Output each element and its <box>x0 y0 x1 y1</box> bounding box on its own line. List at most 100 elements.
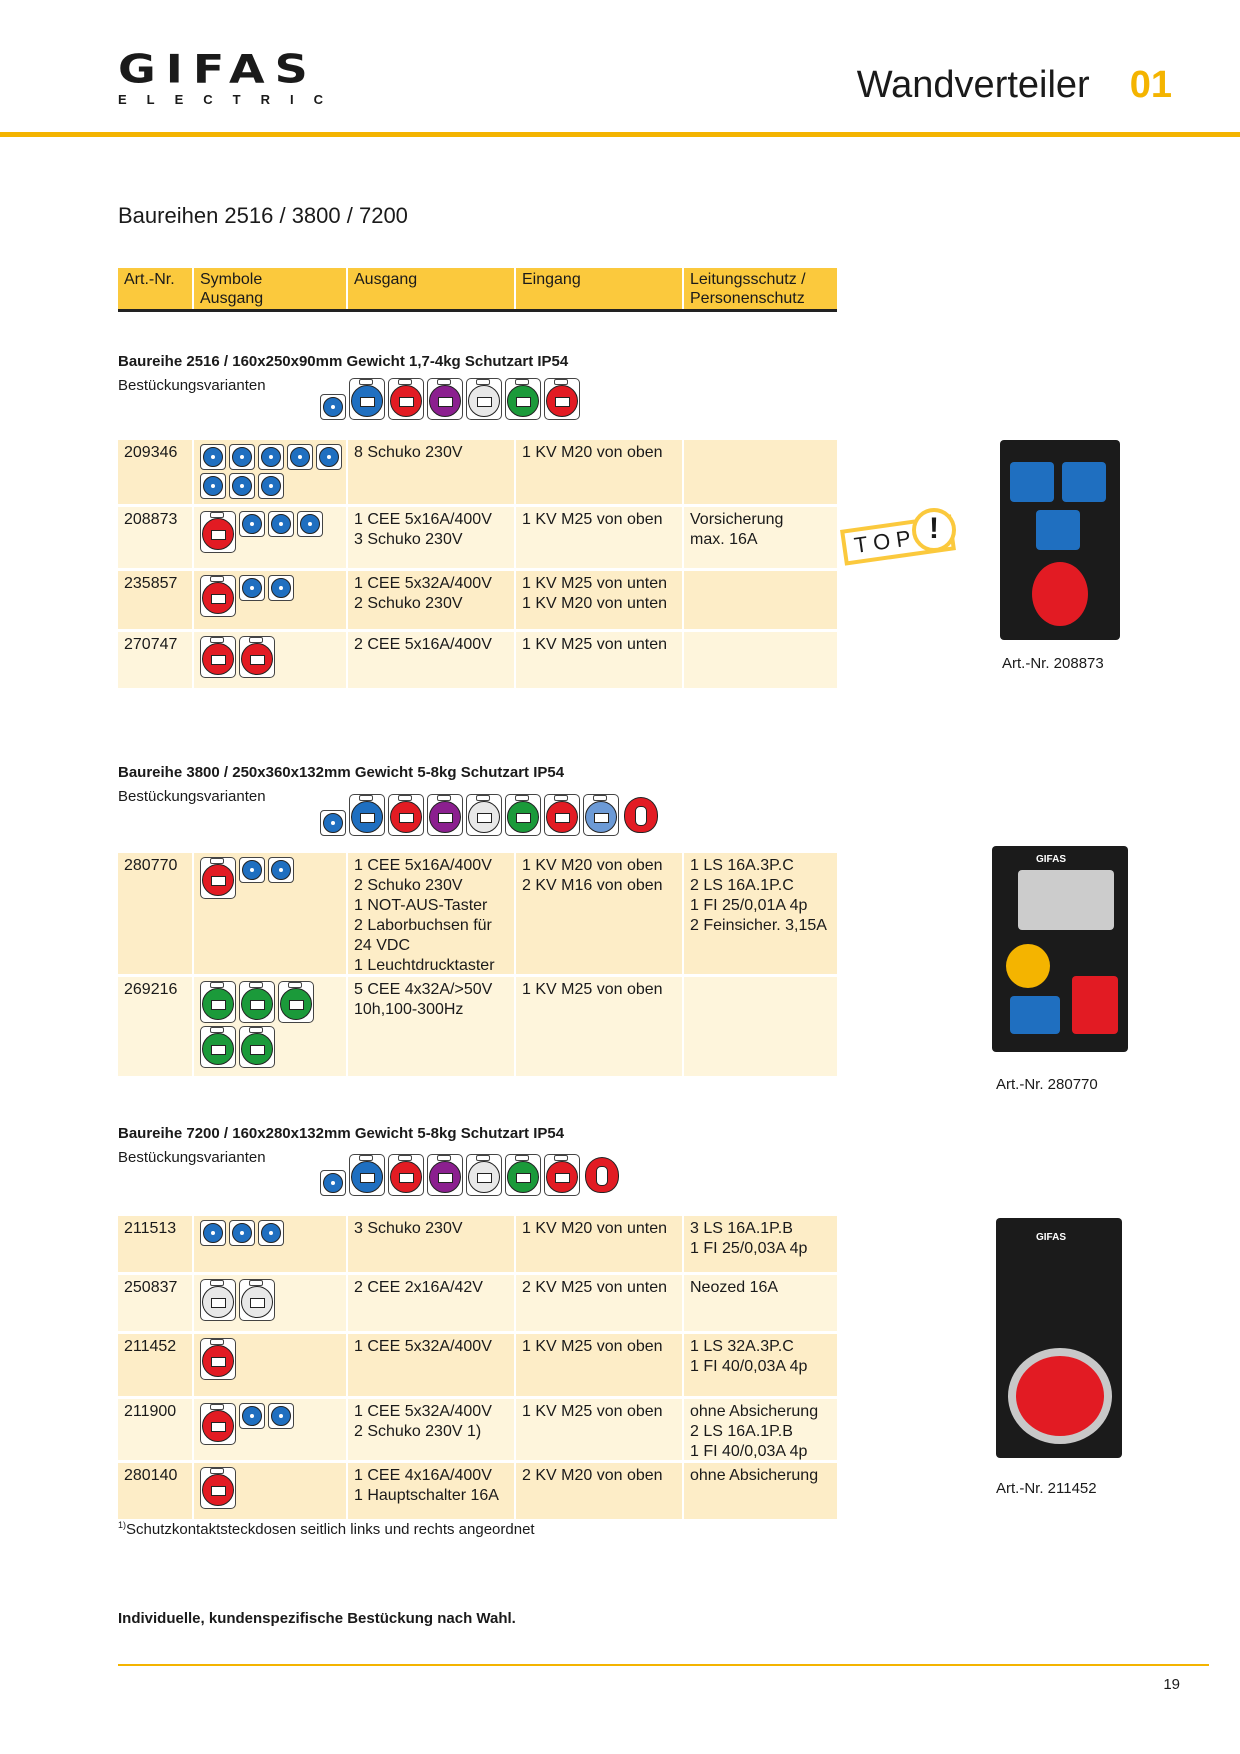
photo-brand-label: GIFAS <box>1036 1232 1067 1243</box>
cee-socket-green-icon <box>505 1154 541 1196</box>
input-cell: 1 KV M25 von unten <box>516 632 684 688</box>
input-cell: 1 KV M25 von oben <box>516 507 684 568</box>
cee-socket-lightblue-icon <box>583 794 619 836</box>
cee-socket-red-icon <box>544 1154 580 1196</box>
socket-blue-icon <box>1062 462 1106 502</box>
schuko-socket-blue-icon <box>287 444 313 470</box>
art-number-cell: 211513 <box>118 1216 194 1272</box>
cee-socket-red-icon <box>544 378 580 420</box>
protection-cell: ohne Absicherung <box>690 1467 819 1484</box>
protection-cell: ohne Absicherung 2 LS 16A.1P.B 1 FI 40/0… <box>690 1403 819 1460</box>
input-cell: 1 KV M25 von unten 1 KV M20 von unten <box>516 571 684 629</box>
variant-symbols <box>320 790 660 836</box>
output-cell: 1 CEE 5x16A/400V 3 Schuko 230V <box>348 507 516 568</box>
chapter-number: 01 <box>1129 64 1172 106</box>
cee-socket-red-icon <box>388 378 424 420</box>
symbols-cell <box>194 440 348 504</box>
output-cell: 1 CEE 5x32A/400V 2 Schuko 230V <box>348 571 516 629</box>
series-title: Baureihe 2516 / 160x250x90mm Gewicht 1,7… <box>118 353 569 370</box>
top-badge-mark: ! <box>912 508 956 552</box>
schuko-socket-blue-icon <box>320 1170 346 1196</box>
schuko-socket-blue-icon <box>258 444 284 470</box>
cee-socket-green-icon <box>239 981 275 1023</box>
input-cell: 1 KV M20 von oben <box>516 440 684 504</box>
closing-note: Individuelle, kundenspezifische Bestücku… <box>118 1610 516 1627</box>
photo-caption-211452: Art.-Nr. 211452 <box>996 1480 1097 1497</box>
symbols-cell <box>194 977 348 1076</box>
variants-label: Bestückungsvarianten <box>118 1149 266 1166</box>
protection-cell <box>684 977 837 1076</box>
cee-socket-red-icon <box>1032 562 1088 626</box>
variants-label: Bestückungsvarianten <box>118 788 266 805</box>
cee-plug-red-icon <box>583 1150 621 1196</box>
cee-socket-green-icon <box>505 794 541 836</box>
symbols-cell <box>194 571 348 629</box>
brand-sub: ELECTRIC <box>118 92 343 107</box>
product-photo-280770: GIFAS <box>992 846 1128 1052</box>
input-cell: 1 KV M20 von unten <box>516 1216 684 1272</box>
footnote-text: Schutzkontaktsteckdosen seitlich links u… <box>126 1521 535 1538</box>
socket-blue-icon <box>1010 462 1054 502</box>
photo-caption-280770: Art.-Nr. 280770 <box>996 1076 1098 1093</box>
breaker-panel-icon <box>1018 870 1114 930</box>
schuko-socket-blue-icon <box>320 394 346 420</box>
output-cell: 1 CEE 5x16A/400V 2 Schuko 230V 1 NOT-AUS… <box>348 853 516 974</box>
header-symbols: Symbole Ausgang <box>194 268 348 309</box>
output-cell: 2 CEE 2x16A/42V <box>348 1275 516 1331</box>
art-number-cell: 280770 <box>118 853 194 974</box>
cee-socket-white-icon <box>466 378 502 420</box>
product-photo-211452: GIFAS <box>996 1218 1122 1458</box>
input-cell: 1 KV M25 von oben <box>516 1334 684 1396</box>
page-number: 19 <box>1163 1676 1180 1693</box>
schuko-socket-blue-icon <box>200 473 226 499</box>
protection-cell: Neozed 16A <box>690 1279 779 1296</box>
cee-socket-green-icon <box>200 981 236 1023</box>
input-cell: 1 KV M25 von oben <box>516 1399 684 1460</box>
schuko-socket-blue-icon <box>258 1220 284 1246</box>
schuko-socket-blue-icon <box>229 444 255 470</box>
cee-socket-red-icon <box>200 1403 236 1445</box>
brand-logo: GIFAS ELECTRIC <box>118 46 343 107</box>
brand-name: GIFAS <box>118 46 318 92</box>
header-input: Eingang <box>516 268 684 309</box>
schuko-socket-blue-icon <box>268 511 294 537</box>
schuko-socket-blue-icon <box>297 511 323 537</box>
output-cell: 8 Schuko 230V <box>348 440 516 504</box>
output-cell: 5 CEE 4x32A/>50V 10h,100-300Hz <box>348 977 516 1076</box>
output-cell: 1 CEE 4x16A/400V 1 Hauptschalter 16A <box>348 1463 516 1519</box>
cee-plug-red-icon <box>622 790 660 836</box>
schuko-socket-blue-icon <box>239 511 265 537</box>
schuko-socket-blue-icon <box>200 1220 226 1246</box>
cee-socket-green-icon <box>278 981 314 1023</box>
art-number-cell: 211452 <box>118 1334 194 1396</box>
cee-socket-red-icon <box>200 511 236 553</box>
protection-cell <box>684 632 837 688</box>
schuko-socket-blue-icon <box>239 575 265 601</box>
cee-socket-white-icon <box>466 1154 502 1196</box>
footer-rule <box>118 1664 1209 1666</box>
series-title: Baureihe 7200 / 160x280x132mm Gewicht 5-… <box>118 1125 565 1142</box>
cee-socket-blue-icon <box>349 378 385 420</box>
cee-socket-purple-icon <box>427 794 463 836</box>
input-cell: 2 KV M25 von unten <box>516 1275 684 1331</box>
schuko-socket-blue-icon <box>316 444 342 470</box>
symbols-cell <box>194 507 348 568</box>
protection-cell: 1 LS 16A.3P.C 2 LS 16A.1P.C 1 FI 25/0,01… <box>690 857 827 934</box>
schuko-socket-blue-icon <box>229 1220 255 1246</box>
footnote-mark: 1) <box>118 1520 127 1530</box>
table-header: Art.-Nr. Symbole Ausgang Ausgang Eingang… <box>118 268 837 312</box>
schuko-socket-blue-icon <box>239 857 265 883</box>
cee-socket-red-icon <box>200 575 236 617</box>
art-number-cell: 209346 <box>118 440 194 504</box>
variant-symbols <box>320 1150 621 1196</box>
schuko-socket-blue-icon <box>320 810 346 836</box>
schuko-socket-blue-icon <box>268 575 294 601</box>
input-cell: 1 KV M20 von oben 2 KV M16 von oben <box>516 853 684 974</box>
